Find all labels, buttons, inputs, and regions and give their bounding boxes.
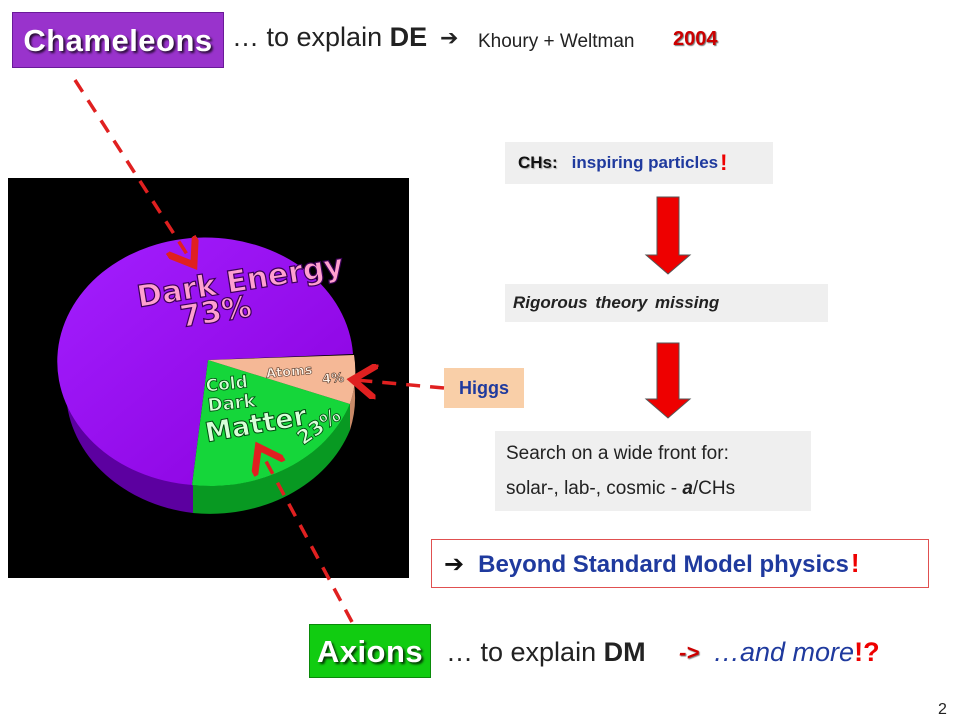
search-line-2-axion-symbol: a [682, 478, 693, 499]
pie-side-dark-matter [193, 404, 350, 514]
search-line-2: solar-, lab-, cosmic - a/CHs [506, 478, 735, 500]
down-arrow-icon [644, 342, 692, 419]
bsm-text: Beyond Standard Model physics! [478, 548, 859, 579]
bsm-box: ➔ Beyond Standard Model physics! [431, 539, 929, 588]
axions-label: Axions [316, 633, 424, 669]
right-arrow-icon: ➔ [440, 26, 459, 51]
search-line-1: Search on a wide front for: [506, 443, 729, 464]
search-line-2-suffix: /CHs [692, 478, 736, 499]
dm-arrow-text: -> [679, 640, 700, 665]
dashed-arrow-higgs [356, 380, 445, 388]
rigorous-theory-box: Rigorous theory missing [505, 284, 828, 322]
citation-year: 2004 [673, 28, 718, 50]
cosmic-pie-chart: Dark Energy 73% Atoms 4% Cold Dark Matte… [8, 178, 409, 578]
pie-label-atoms: Atoms [265, 363, 313, 382]
search-box: Search on a wide front for: solar-, lab-… [495, 431, 811, 511]
pie-chart-svg: Dark Energy 73% Atoms 4% Cold Dark Matte… [57, 237, 356, 514]
bsm-exclamation: ! [850, 548, 860, 578]
explain-dm-target: DM [603, 637, 646, 667]
explain-de-text: … to explain DE [232, 22, 427, 53]
and-more-text: …and more!? [713, 637, 880, 668]
pie-slice-dark-matter [192, 360, 350, 486]
axions-tag: Axions [309, 624, 431, 678]
dashed-arrow-chameleons [73, 79, 192, 262]
and-more-exclamation: !? [854, 637, 880, 667]
chs-label: CHs: [518, 153, 558, 172]
pie-slice-atoms [208, 355, 356, 404]
down-arrow-icon [644, 196, 692, 275]
chs-inspiring-text: inspiring particles [571, 153, 719, 172]
pie-pct-atoms: 4% [321, 371, 344, 388]
chameleons-tag: Chameleons [12, 12, 224, 68]
chameleons-label: Chameleons [23, 22, 213, 58]
explain-dm-prefix: … to explain [446, 637, 604, 667]
and-more-label: …and more [713, 637, 855, 667]
right-arrow-icon: ➔ [444, 549, 465, 578]
higgs-label: Higgs [458, 377, 509, 398]
page-number: 2 [938, 701, 947, 718]
pie-side-atoms [350, 356, 356, 430]
citation-authors: Khoury + Weltman [478, 31, 635, 52]
pie-label-cold: Cold [205, 372, 249, 396]
explain-de-target: DE [389, 22, 428, 52]
rigorous-theory-text: Rigorous theory missing [513, 293, 720, 312]
chs-exclamation: ! [720, 150, 728, 175]
chs-inspiring-box: CHs: inspiring particles ! [505, 142, 773, 184]
dashed-arrow-axions [260, 450, 354, 623]
pie-slice-dark-energy [57, 237, 354, 485]
higgs-tag: Higgs [444, 368, 524, 408]
explain-de-prefix: … to explain [232, 22, 390, 52]
search-line-2-prefix: solar-, lab-, cosmic - [506, 478, 683, 499]
bsm-label: Beyond Standard Model physics [478, 551, 849, 578]
explain-dm-text: … to explain DM [446, 637, 646, 668]
